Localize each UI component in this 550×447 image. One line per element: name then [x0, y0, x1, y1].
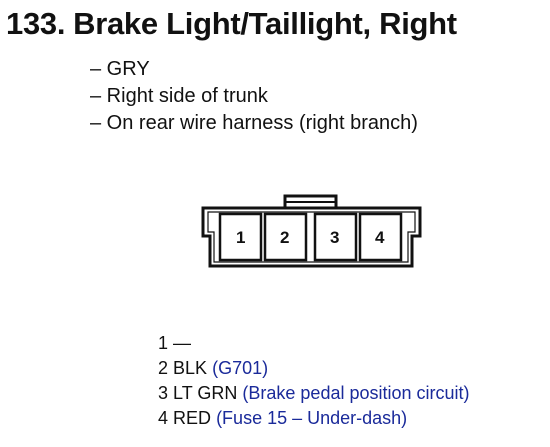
- page-title: 133.Brake Light/Taillight, Right: [6, 6, 457, 42]
- pinout-row-1: 1 —: [158, 331, 470, 356]
- pin-note: (G701): [212, 358, 269, 378]
- connector-housing-inner: [207, 211, 416, 263]
- pin-wire-color: LT GRN: [173, 383, 238, 403]
- pinout-row-3: 3 LT GRN (Brake pedal position circuit): [158, 381, 470, 406]
- pinout-row-4: 4 RED (Fuse 15 – Under-dash): [158, 406, 470, 431]
- pin-number: 3: [158, 383, 169, 403]
- terminal-label-3: 3: [330, 228, 339, 247]
- terminal-label-1: 1: [236, 228, 245, 247]
- description-color: – GRY: [90, 58, 150, 80]
- terminal-cell-2: [263, 212, 308, 262]
- terminal-label-4: 4: [375, 228, 385, 247]
- connector-housing: [201, 206, 422, 268]
- component-number: 133.: [6, 6, 66, 41]
- terminal-label-2: 2: [280, 228, 289, 247]
- pinout-row-2: 2 BLK (G701): [158, 356, 470, 381]
- description-harness: – On rear wire harness (right branch): [90, 112, 418, 134]
- pin-note: (Fuse 15 – Under-dash): [216, 408, 408, 428]
- description-location: – Right side of trunk: [90, 85, 268, 107]
- terminal-cell-1: [218, 212, 263, 262]
- pin-wire-color: —: [173, 333, 192, 353]
- pin-wire-color: BLK: [173, 358, 208, 378]
- pin-number: 1: [158, 333, 169, 353]
- pin-number: 4: [158, 408, 169, 428]
- pin-wire-color: RED: [173, 408, 212, 428]
- pin-note: (Brake pedal position circuit): [242, 383, 470, 403]
- pinout-list: 1 — 2 BLK (G701) 3 LT GRN (Brake pedal p…: [158, 331, 470, 431]
- pin-number: 2: [158, 358, 169, 378]
- component-description: – GRY – Right side of trunk – On rear wi…: [90, 56, 418, 137]
- component-name: Brake Light/Taillight, Right: [73, 6, 457, 41]
- terminal-cell-4: [358, 212, 403, 262]
- connector-diagram: 1 2 3 4: [201, 194, 422, 268]
- terminal-cell-3: [313, 212, 358, 262]
